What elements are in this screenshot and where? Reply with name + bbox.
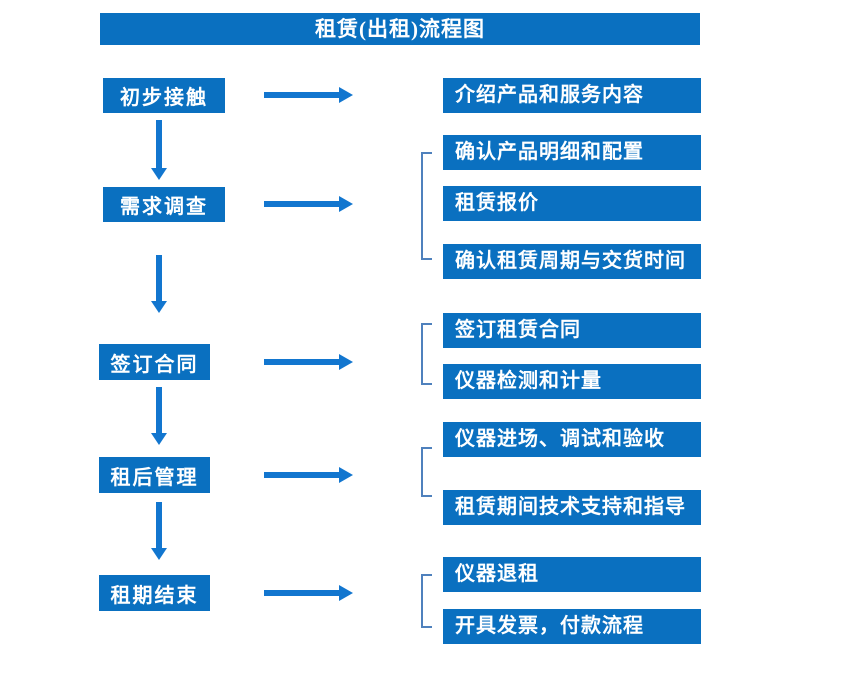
step-box-sign-contract: 签订合同 xyxy=(99,344,210,380)
arrow-shaft xyxy=(156,255,162,301)
arrow-head xyxy=(339,467,353,483)
arrow-head xyxy=(339,354,353,370)
arrow-right-icon xyxy=(264,467,353,483)
arrow-shaft xyxy=(264,201,339,207)
arrow-down-icon xyxy=(151,255,167,313)
arrow-head xyxy=(151,301,167,313)
step-box-demand-survey: 需求调查 xyxy=(103,187,225,222)
output-box-instrument-entry: 仪器进场、调试和验收 xyxy=(443,422,701,457)
step-box-initial-contact: 初步接触 xyxy=(103,78,225,113)
arrow-head xyxy=(151,433,167,445)
output-box-invoice-payment: 开具发票，付款流程 xyxy=(443,609,701,644)
group-bracket-sign-contract xyxy=(421,323,432,385)
arrow-head xyxy=(339,87,353,103)
step-box-lease-end: 租期结束 xyxy=(99,575,210,611)
step-box-post-rental-mgmt: 租后管理 xyxy=(99,457,210,493)
output-box-introduce-products: 介绍产品和服务内容 xyxy=(443,78,701,113)
arrow-right-icon xyxy=(264,585,353,601)
output-box-instrument-return: 仪器退租 xyxy=(443,557,701,592)
arrow-head xyxy=(339,196,353,212)
output-box-tech-support: 租赁期间技术支持和指导 xyxy=(443,490,701,525)
arrow-shaft xyxy=(264,590,339,596)
arrow-head xyxy=(151,168,167,180)
arrow-down-icon xyxy=(151,502,167,560)
flowchart-title: 租赁(出租)流程图 xyxy=(100,13,700,45)
output-box-sign-rental-contract: 签订租赁合同 xyxy=(443,313,701,348)
output-box-confirm-details: 确认产品明细和配置 xyxy=(443,135,701,170)
arrow-shaft xyxy=(264,472,339,478)
group-bracket-demand-survey xyxy=(421,152,432,260)
arrow-right-icon xyxy=(264,354,353,370)
arrow-down-icon xyxy=(151,120,167,180)
arrow-right-icon xyxy=(264,196,353,212)
arrow-head xyxy=(339,585,353,601)
arrow-head xyxy=(151,548,167,560)
output-box-rental-quote: 租赁报价 xyxy=(443,186,701,221)
arrow-right-icon xyxy=(264,87,353,103)
arrow-down-icon xyxy=(151,387,167,445)
arrow-shaft xyxy=(156,387,162,433)
output-box-instrument-testing: 仪器检测和计量 xyxy=(443,364,701,399)
group-bracket-lease-end xyxy=(421,574,432,628)
arrow-shaft xyxy=(156,120,162,168)
output-box-confirm-period: 确认租赁周期与交货时间 xyxy=(443,244,701,279)
arrow-shaft xyxy=(264,359,339,365)
arrow-shaft xyxy=(156,502,162,548)
group-bracket-post-rental xyxy=(421,447,432,497)
arrow-shaft xyxy=(264,92,339,98)
